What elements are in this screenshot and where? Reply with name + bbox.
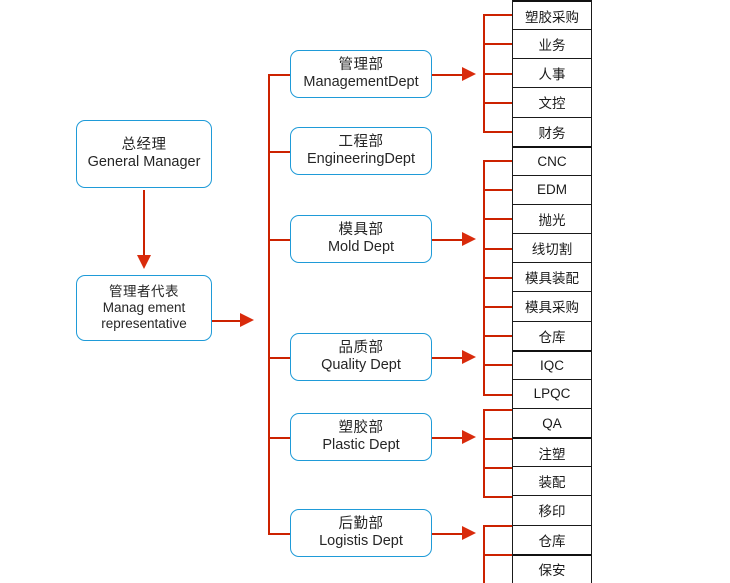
leaf-row[interactable]: 线切割 <box>513 233 591 263</box>
connector-logistics-to-leaves <box>432 533 468 535</box>
leaf-row[interactable]: IQC <box>513 349 591 379</box>
leaf-stub-4 <box>483 131 512 133</box>
dept-bracket-spine <box>268 74 270 534</box>
dept-stub-management <box>268 74 290 76</box>
connector-plastic-to-leaves <box>432 437 468 439</box>
leaf-stub-5 <box>483 160 512 162</box>
node-mold-dept[interactable]: 模具部 Mold Dept <box>290 215 432 263</box>
leaf-stub-19 <box>483 525 512 527</box>
leaf-row[interactable]: 仓库 <box>513 320 591 350</box>
leaf-stub-7 <box>483 218 512 220</box>
leaf-bracket-management <box>483 14 485 131</box>
node-plastic-dept-en: Plastic Dept <box>322 437 400 453</box>
node-engineering-dept-en: EngineeringDept <box>306 151 416 167</box>
node-quality-dept-en: Quality Dept <box>321 357 401 373</box>
leaf-row[interactable]: 仓库 <box>513 524 591 554</box>
node-engineering-dept-cn: 工程部 <box>338 133 384 150</box>
leaf-row[interactable]: LPQC <box>513 378 591 408</box>
arrow-management-to-leaves <box>462 67 476 81</box>
leaf-row[interactable]: 塑胶采购 <box>513 0 591 30</box>
leaf-row[interactable]: 保安 <box>513 553 591 583</box>
leaf-stub-1 <box>483 43 512 45</box>
leaf-row[interactable]: QA <box>513 407 591 438</box>
dept-stub-quality <box>268 357 290 359</box>
leaf-row[interactable]: 财务 <box>513 116 591 146</box>
leaf-stub-2 <box>483 73 512 75</box>
node-management-dept[interactable]: 管理部 ManagementDept <box>290 50 432 98</box>
leaf-stub-3 <box>483 102 512 104</box>
dept-stub-plastic <box>268 437 290 439</box>
node-management-dept-cn: 管理部 <box>338 56 384 73</box>
connector-mold-to-leaves <box>432 239 468 241</box>
node-plastic-dept-cn: 塑胶部 <box>338 419 384 436</box>
connector-rep-to-depts <box>212 320 246 322</box>
connector-gm-to-rep <box>143 190 145 258</box>
leaf-bracket-mold <box>483 160 485 335</box>
node-general-manager-en: General Manager <box>87 154 201 170</box>
leaf-stub-12 <box>483 335 512 337</box>
leaf-stub-8 <box>483 248 512 250</box>
node-management-representative[interactable]: 管理者代表 Manag ement representative <box>76 275 212 341</box>
node-general-manager-cn: 总经理 <box>121 136 167 153</box>
node-general-manager[interactable]: 总经理 General Manager <box>76 120 212 188</box>
leaf-row[interactable]: 人事 <box>513 58 591 88</box>
arrow-rep-to-depts <box>240 313 254 327</box>
node-mold-dept-cn: 模具部 <box>338 221 384 238</box>
node-management-dept-en: ManagementDept <box>303 74 419 90</box>
leaf-stub-0 <box>483 14 512 16</box>
leaf-row[interactable]: 模具装配 <box>513 262 591 292</box>
node-management-representative-cn: 管理者代表 <box>109 284 179 300</box>
leaf-stub-16 <box>483 438 512 440</box>
leaf-stub-17 <box>483 467 512 469</box>
connector-management-to-leaves <box>432 74 468 76</box>
leaf-stub-9 <box>483 277 512 279</box>
leaf-stub-20 <box>483 554 512 556</box>
arrow-quality-to-leaves <box>462 350 476 364</box>
node-quality-dept-cn: 品质部 <box>338 339 384 356</box>
node-engineering-dept[interactable]: 工程部 EngineeringDept <box>290 127 432 175</box>
node-logistics-dept-cn: 后勤部 <box>338 515 384 532</box>
node-quality-dept[interactable]: 品质部 Quality Dept <box>290 333 432 381</box>
leaf-stub-10 <box>483 306 512 308</box>
leaf-row[interactable]: 文控 <box>513 87 591 117</box>
dept-stub-mold <box>268 239 290 241</box>
leaf-row[interactable]: 注塑 <box>513 437 591 467</box>
leaf-stub-15 <box>483 409 512 411</box>
dept-stub-logistics <box>268 533 290 535</box>
leaf-row[interactable]: 移印 <box>513 495 591 525</box>
connector-quality-to-leaves <box>432 357 468 359</box>
node-logistics-dept[interactable]: 后勤部 Logistis Dept <box>290 509 432 557</box>
leaf-stub-18 <box>483 496 512 498</box>
leaf-row[interactable]: 抛光 <box>513 203 591 234</box>
leaf-stub-13 <box>483 364 512 366</box>
node-logistics-dept-en: Logistis Dept <box>319 533 403 549</box>
node-mold-dept-en: Mold Dept <box>327 239 395 255</box>
leaf-stub-6 <box>483 189 512 191</box>
node-management-representative-en-line2: representative <box>101 315 187 331</box>
leaf-row[interactable]: 业务 <box>513 29 591 59</box>
leaf-row[interactable]: 模具采购 <box>513 291 591 321</box>
arrow-mold-to-leaves <box>462 232 476 246</box>
leaf-row[interactable]: CNC <box>513 145 591 175</box>
leaf-stub-14 <box>483 394 512 396</box>
arrow-gm-to-rep <box>137 255 151 269</box>
leaf-row[interactable]: 装配 <box>513 466 591 496</box>
leaf-bracket-plastic <box>483 409 485 497</box>
leaf-row[interactable]: EDM <box>513 174 591 204</box>
arrow-plastic-to-leaves <box>462 430 476 444</box>
node-plastic-dept[interactable]: 塑胶部 Plastic Dept <box>290 413 432 461</box>
arrow-logistics-to-leaves <box>462 526 476 540</box>
dept-stub-engineering <box>268 151 290 153</box>
node-management-representative-en-line1: Manag ement <box>102 300 186 316</box>
